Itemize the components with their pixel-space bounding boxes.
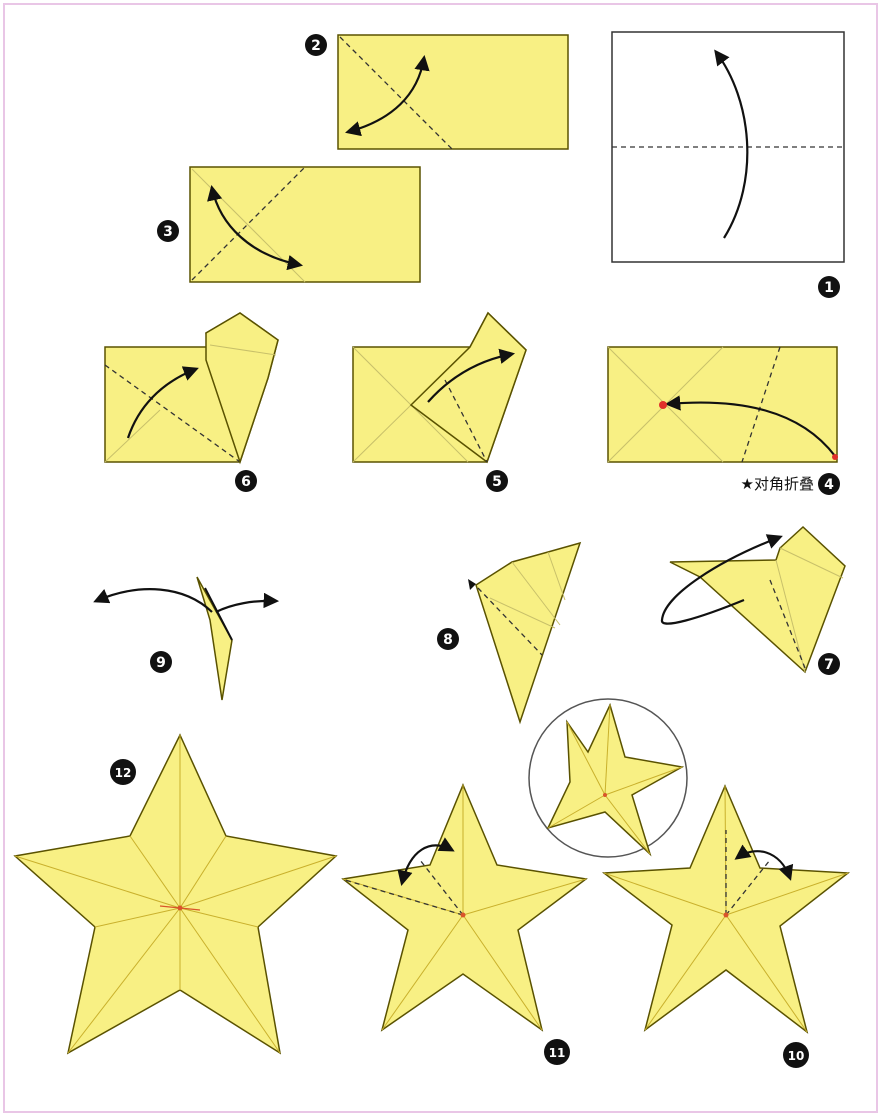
step-number: 8 xyxy=(443,632,453,648)
step-number: 1 xyxy=(824,280,834,296)
step-badge-6: 6 xyxy=(235,470,257,492)
step-number: 7 xyxy=(824,657,834,673)
step-number: 10 xyxy=(788,1049,805,1063)
step-8-figure xyxy=(468,543,580,722)
step-number: 3 xyxy=(163,224,173,240)
step-12-figure xyxy=(15,735,336,1053)
step-number: 11 xyxy=(549,1046,566,1060)
step-badge-8: 8 xyxy=(437,628,459,650)
step-badge-7: 7 xyxy=(818,653,840,675)
step-badge-2: 2 xyxy=(305,34,327,56)
step-4-note: ★对角折叠 xyxy=(741,475,814,493)
step-5-figure xyxy=(353,313,526,462)
detail-circle xyxy=(529,699,687,857)
step-badge-9: 9 xyxy=(150,651,172,673)
step-badge-3: 3 xyxy=(157,220,179,242)
step-badge-1: 1 xyxy=(818,276,840,298)
step-7-figure xyxy=(662,527,845,672)
step-2-figure xyxy=(338,35,568,149)
step-4-figure xyxy=(608,347,838,462)
step-9-figure xyxy=(96,577,276,700)
step-number: 6 xyxy=(241,474,251,490)
step-number: 9 xyxy=(156,655,166,671)
step-number: 12 xyxy=(115,766,132,780)
step-badge-11: 11 xyxy=(544,1039,570,1065)
step-badge-12: 12 xyxy=(110,759,136,785)
step-3-figure xyxy=(190,167,420,282)
step-6-figure xyxy=(105,313,278,462)
step-badge-5: 5 xyxy=(486,470,508,492)
step-number: 2 xyxy=(311,38,321,54)
step-number: 4 xyxy=(824,477,834,493)
step-number: 5 xyxy=(492,474,502,490)
step-badge-4: 4 ★对角折叠 xyxy=(741,473,840,495)
step-1-figure xyxy=(612,32,844,262)
step-badge-10: 10 xyxy=(783,1042,809,1068)
